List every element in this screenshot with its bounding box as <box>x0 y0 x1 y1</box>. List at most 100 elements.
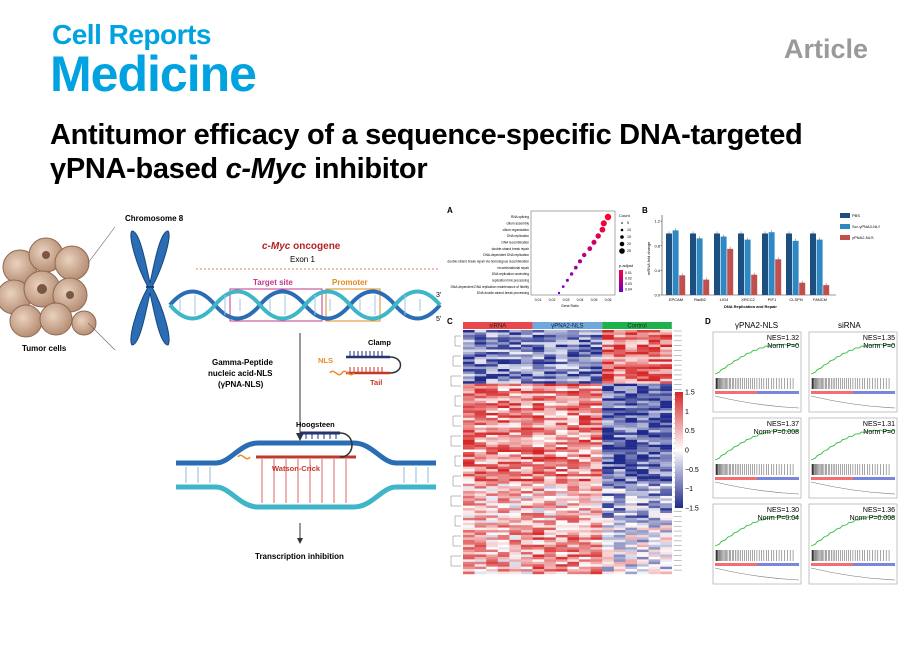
heatmap-cell <box>567 395 580 399</box>
heatmap-cell <box>567 434 580 438</box>
heatmap-cell <box>497 483 510 487</box>
heatmap-cell <box>486 366 498 370</box>
heatmap-scale-tick: 0.5 <box>685 428 695 435</box>
heatmap-cell <box>521 469 533 472</box>
tumor-cells-label: Tumor cells <box>22 344 67 353</box>
heatmap-cell <box>602 356 614 360</box>
heatmap-cell <box>532 486 545 489</box>
heatmap-cell <box>555 495 568 499</box>
heatmap-cell <box>660 530 672 533</box>
triplex-structure <box>176 431 436 510</box>
heatmap-cell <box>660 569 672 572</box>
heatmap-cell <box>648 422 661 426</box>
heatmap-cell <box>648 412 661 416</box>
heatmap-cell <box>579 493 591 497</box>
heatmap-cell <box>602 415 614 419</box>
heatmap-cell <box>509 510 522 514</box>
heatmap-cell <box>532 471 545 475</box>
heatmap-cell <box>544 534 556 538</box>
heatmap-cell <box>555 537 568 541</box>
heatmap-cell <box>660 456 672 460</box>
heatmap-cell <box>602 503 614 506</box>
row-dendrogram-branch <box>452 355 461 367</box>
heatmap-cell <box>509 371 522 375</box>
heatmap-cell <box>463 439 475 443</box>
go-term-label: cilium organization <box>503 228 530 232</box>
heatmap-cell <box>648 388 661 392</box>
ranked-metric-bar-pos <box>715 563 757 566</box>
heatmap-cell <box>637 527 649 531</box>
heatmap-cell <box>625 539 638 543</box>
heatmap-cell <box>555 505 568 509</box>
heatmap-cell <box>509 486 522 489</box>
heatmap-cell <box>486 481 498 484</box>
heatmap-cell <box>463 395 475 399</box>
heatmap-cell <box>532 469 545 472</box>
heatmap-cell <box>625 386 638 389</box>
count-legend-dot <box>619 241 625 247</box>
heatmap-cell <box>648 349 661 353</box>
heatmap-cell <box>579 549 591 553</box>
heatmap-cell <box>660 351 672 355</box>
heatmap-cell <box>660 554 672 558</box>
heatmap-cell <box>613 493 626 497</box>
heatmap-cell <box>486 405 498 409</box>
heatmap-cell <box>497 432 510 436</box>
heatmap-cell <box>555 398 568 401</box>
legend-label: γPNA2-NLS <box>852 235 874 240</box>
heatmap-scale-tick: −1.5 <box>685 506 699 513</box>
heatmap-cell <box>648 351 661 355</box>
heatmap-cell <box>660 356 672 360</box>
heatmap-cell <box>521 556 533 560</box>
heatmap-cell <box>509 342 522 345</box>
heatmap-cell <box>532 410 545 414</box>
heatmap-cell <box>463 493 475 497</box>
heatmap-cell <box>625 359 638 362</box>
heatmap-cell <box>602 410 614 414</box>
heatmap-cell <box>567 564 580 567</box>
heatmap-cell <box>497 478 510 482</box>
heatmap-cell <box>544 422 556 426</box>
heatmap-cell <box>521 510 533 514</box>
heatmap-cell <box>555 552 568 555</box>
heatmap-cell <box>602 571 614 575</box>
heatmap-cell <box>613 439 626 443</box>
heatmap-cell <box>497 566 510 570</box>
heatmap-cell <box>637 500 649 504</box>
heatmap-cell <box>613 391 626 394</box>
heatmap-cell <box>463 391 475 394</box>
heatmap-cell <box>509 373 522 377</box>
row-dendrogram-branch <box>450 375 461 387</box>
ranked-metric-bar-neg <box>853 477 895 480</box>
heatmap-cell <box>532 439 545 443</box>
heatmap-cell <box>463 549 475 553</box>
heatmap-cell <box>555 351 568 355</box>
heatmap-cell <box>613 561 626 565</box>
heatmap-cell <box>590 461 603 465</box>
heatmap-cell <box>590 547 603 550</box>
heatmap-cell <box>544 556 556 560</box>
heatmap-cell <box>497 376 510 379</box>
heatmap-cell <box>509 505 522 509</box>
heatmap-cell <box>474 469 487 472</box>
heatmap-cell <box>509 530 522 533</box>
heatmap-cell <box>521 444 533 448</box>
heatmap-cell <box>544 561 556 565</box>
heatmap-cell <box>486 471 498 475</box>
heatmap-cell <box>613 537 626 541</box>
heatmap-cell <box>567 500 580 504</box>
heatmap-cell <box>474 537 487 541</box>
gsea-nes-value: NES=1.35 <box>863 335 895 342</box>
heatmap-cell <box>567 386 580 389</box>
heatmap-cell <box>602 454 614 458</box>
heatmap-cell <box>474 417 487 421</box>
heatmap-cell <box>579 366 591 370</box>
heatmap-cell <box>532 417 545 421</box>
heatmap-cell <box>555 491 568 494</box>
heatmap-cell <box>532 386 545 389</box>
heatmap-cell <box>486 334 498 338</box>
heatmap-cell <box>509 473 522 477</box>
heatmap-cell <box>579 334 591 338</box>
heatmap-cell <box>648 476 661 480</box>
